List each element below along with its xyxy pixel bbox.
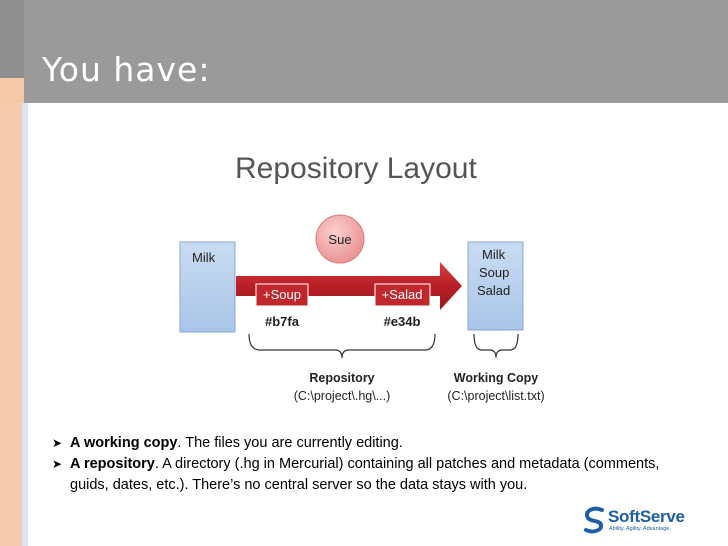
user-node [315, 214, 365, 264]
changeset-box [374, 283, 431, 307]
bullet-term: A repository [70, 456, 155, 472]
logo-tagline: Ability. Agility. Advantage. [609, 526, 671, 532]
right-box-line: Salad [477, 283, 510, 298]
left-box [179, 241, 236, 333]
working-copy-path: (C:\project\list.txt) [447, 389, 544, 403]
changeset-label: +Soup [263, 287, 301, 302]
bullet-list: ➤ A working copy. The files you are curre… [50, 433, 700, 496]
user-node-label: Sue [328, 232, 351, 247]
title-bar-orange-tab [0, 78, 24, 103]
changeset-hash: #e34b [384, 314, 421, 329]
side-stripe-blue [22, 103, 28, 546]
diagram-heading: Repository Layout [235, 152, 477, 185]
repository-label: Repository [309, 371, 374, 385]
working-copy-label: Working Copy [454, 371, 539, 385]
changeset-label: +Salad [382, 287, 423, 302]
softserve-logo-icon [584, 506, 604, 534]
logo-name: SoftServe [608, 507, 685, 526]
repository-path: (C:\project\.hg\...) [294, 389, 391, 403]
repository-diagram: Repository Layout Milk Milk Soup Salad S… [170, 138, 570, 410]
changeset-box [255, 283, 309, 307]
bullet-item: ➤ A repository. A directory (.hg in Mercu… [50, 454, 700, 496]
side-stripe [0, 103, 22, 546]
slide-title: You have: [42, 50, 211, 89]
title-bar: You have: [0, 0, 728, 103]
changeset-hash: #b7fa [265, 314, 300, 329]
right-box-line: Soup [479, 265, 509, 280]
left-box-line: Milk [192, 250, 216, 265]
right-box-line: Milk [482, 247, 506, 262]
bullet-item: ➤ A working copy. The files you are curre… [50, 433, 700, 454]
bullet-text: . The files you are currently editing. [177, 435, 403, 451]
arrow-bullet-icon: ➤ [52, 436, 63, 450]
bullet-term: A working copy [70, 435, 178, 451]
repository-brace [248, 333, 436, 359]
commit-arrow [236, 262, 462, 310]
bullet-text: . A directory (.hg in Mercurial) contain… [70, 456, 660, 493]
working-copy-brace [473, 333, 519, 359]
softserve-logo: SoftServe Ability. Agility. Advantage. [582, 506, 702, 536]
right-box [467, 241, 524, 331]
arrow-bullet-icon: ➤ [52, 457, 63, 471]
